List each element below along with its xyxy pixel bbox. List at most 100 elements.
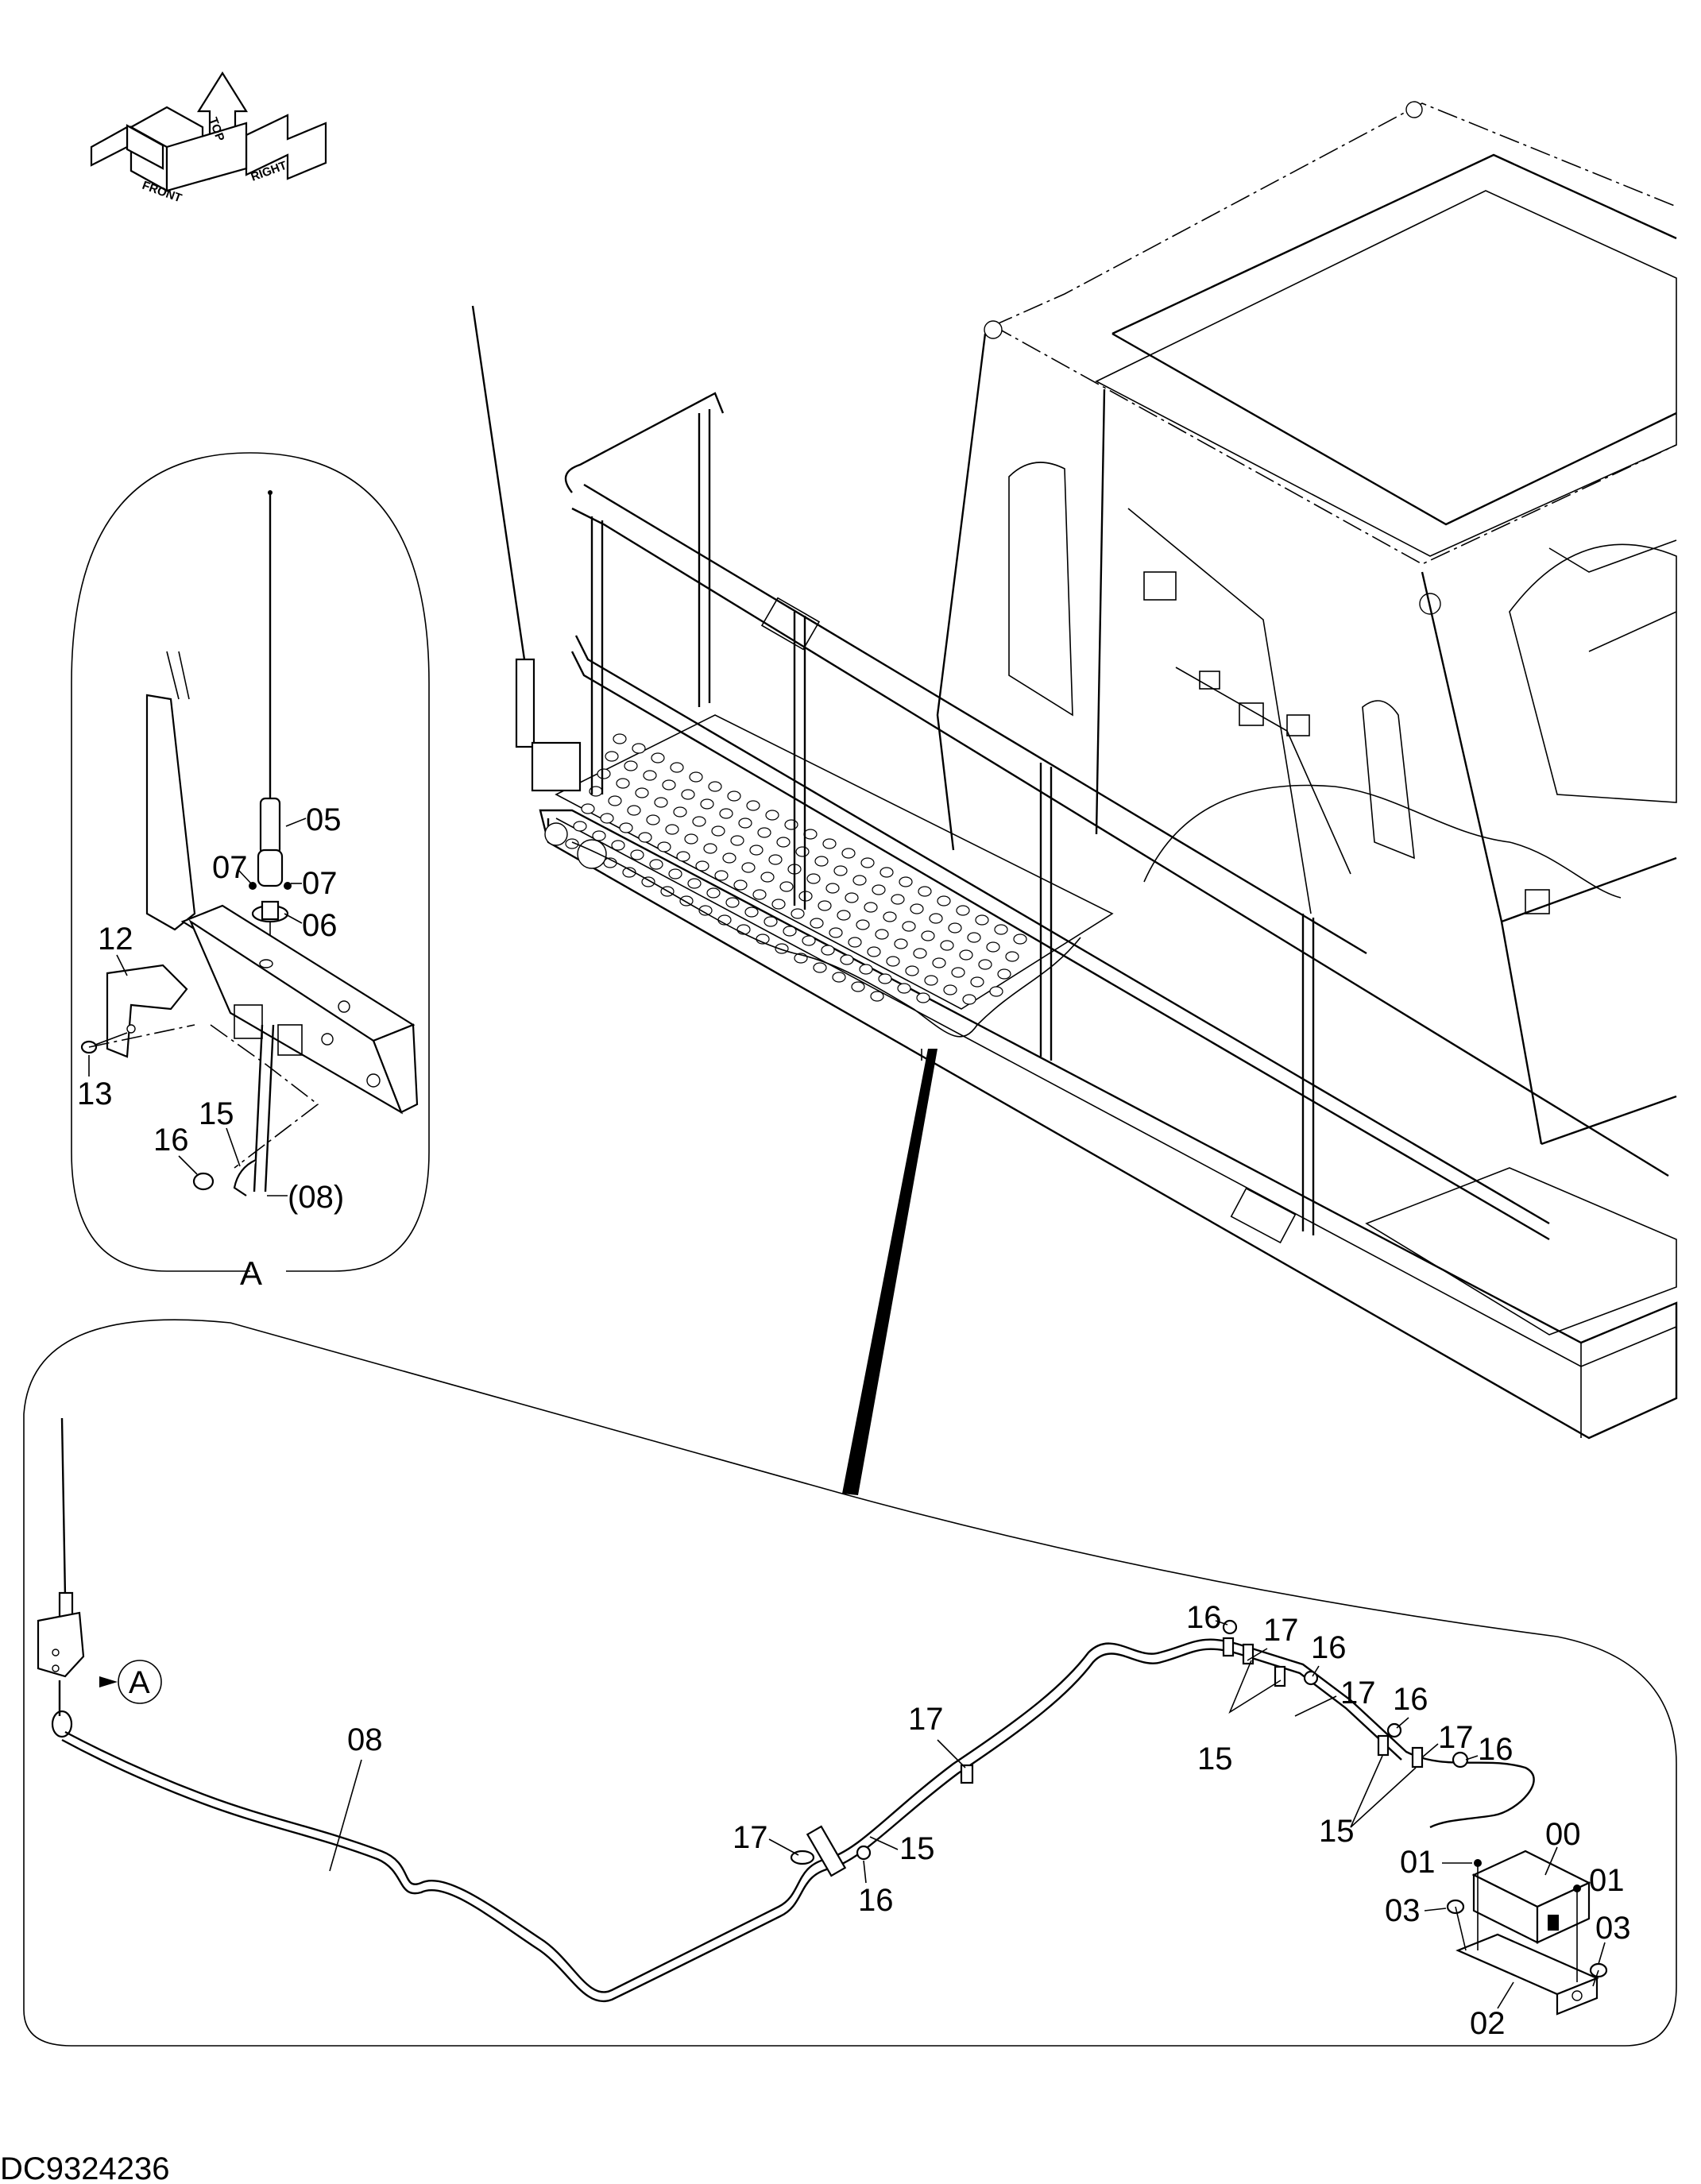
grating-hole [632, 743, 646, 754]
grating-hole [840, 954, 854, 965]
grating-hole [943, 984, 957, 995]
grating-hole [654, 797, 668, 808]
grating-hole [741, 862, 756, 873]
grating-hole [692, 816, 706, 827]
grating-hole [627, 805, 641, 816]
grating-hole [795, 846, 810, 857]
grating-hole [730, 835, 744, 846]
detail-part-07-right: 07 [302, 866, 338, 901]
grating-hole [986, 941, 1000, 953]
grating-hole [851, 981, 865, 992]
detail-part-15: 15 [199, 1096, 234, 1131]
grating-hole [921, 930, 935, 941]
grating-hole [918, 886, 932, 897]
harness-part-03-left: 03 [1385, 1893, 1421, 1928]
grating-hole [689, 771, 703, 783]
grating-hole [619, 822, 633, 833]
grating-hole [746, 800, 760, 811]
grating-hole [765, 810, 779, 821]
detail-part-16: 16 [153, 1123, 189, 1158]
grating-hole [665, 824, 679, 835]
grating-hole [875, 929, 889, 940]
grating-hole [832, 972, 846, 983]
grating-hole [962, 994, 976, 1005]
grating-hole [760, 872, 775, 883]
drawing-number: DC9324236 [0, 2151, 170, 2184]
harness-part-15-a: 15 [899, 1831, 935, 1866]
grating-hole [597, 768, 611, 779]
grating-hole [899, 876, 913, 887]
grating-hole [722, 852, 736, 864]
grating-hole [641, 876, 655, 887]
grating-hole [852, 875, 867, 886]
grating-hole [867, 946, 881, 957]
grating-hole [916, 992, 930, 1003]
grating-hole [714, 870, 729, 881]
detail-a-label: A [240, 1254, 262, 1292]
grating-hole [727, 790, 741, 802]
grating-hole [814, 856, 829, 867]
grating-hole [638, 832, 652, 843]
grating-hole [670, 762, 684, 773]
grating-hole [768, 854, 783, 865]
grating-hole [744, 906, 759, 918]
detail-part-12: 12 [98, 922, 133, 957]
grating-hole [837, 910, 851, 921]
grating-hole [651, 752, 665, 763]
grating-hole [994, 924, 1008, 935]
grating-hole [657, 841, 671, 852]
grating-hole [703, 843, 717, 854]
grating-hole [695, 860, 709, 872]
grating-hole [784, 819, 798, 830]
grating-hole [872, 884, 886, 895]
grating-hole [738, 818, 752, 829]
grating-hole [611, 840, 625, 851]
grating-hole [600, 813, 614, 824]
grating-hole [891, 894, 905, 905]
harness-part-01-right: 01 [1589, 1863, 1625, 1898]
harness-part-17-b: 17 [908, 1702, 944, 1737]
grating-hole [878, 973, 892, 984]
grating-hole [821, 945, 835, 956]
grating-hole [635, 787, 649, 798]
grating-hole [565, 838, 579, 849]
detail-a-view: A [71, 452, 430, 1292]
grating-hole [956, 905, 970, 916]
grating-hole [733, 879, 748, 891]
harness-part-17-d: 17 [1340, 1676, 1376, 1710]
grating-hole [803, 829, 818, 840]
harness-part-16-d: 16 [1393, 1682, 1428, 1717]
grating-hole [886, 956, 900, 967]
grating-hole [687, 878, 702, 889]
grating-hole [905, 965, 919, 976]
grating-hole [649, 859, 663, 870]
grating-hole [810, 918, 824, 929]
grating-hole [668, 868, 682, 879]
grating-hole [684, 833, 698, 845]
grating-hole [764, 916, 778, 927]
grating-hole [948, 922, 962, 934]
grating-hole [825, 883, 840, 894]
grating-hole [676, 851, 690, 862]
harness-part-17-e: 17 [1438, 1720, 1474, 1755]
grating-hole [643, 770, 657, 781]
grating-hole [725, 897, 740, 908]
harness-part-03-right: 03 [1595, 1911, 1631, 1946]
harness-part-16-a: 16 [858, 1883, 894, 1918]
grating-hole [848, 937, 862, 948]
grating-hole [1005, 951, 1019, 962]
grating-hole [937, 895, 951, 906]
grating-hole [845, 892, 859, 903]
grating-hole [894, 938, 908, 949]
grating-hole [700, 798, 714, 810]
grating-hole [975, 914, 989, 926]
deck-grating [565, 733, 1027, 1005]
grating-hole [897, 983, 911, 994]
harness-part-15-c: 15 [1319, 1814, 1355, 1849]
harness-part-00: 00 [1545, 1817, 1581, 1852]
harness-part-16-e: 16 [1478, 1732, 1514, 1767]
grating-hole [581, 803, 595, 814]
grating-hole [681, 789, 695, 800]
grating-hole [860, 857, 875, 868]
grating-hole [806, 873, 821, 884]
